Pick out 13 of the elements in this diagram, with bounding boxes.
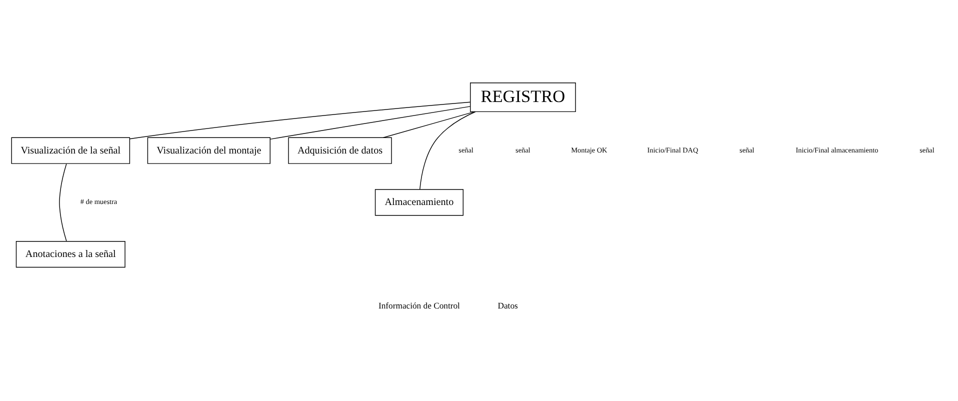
node-box: Almacenamiento: [374, 188, 464, 216]
connector: [382, 110, 475, 138]
connector: [270, 106, 471, 140]
node-box: Visualización del montaje: [147, 136, 270, 164]
node-box: Adquisición de datos: [288, 136, 392, 164]
node-box: Visualización de la señal: [11, 136, 130, 164]
node-box: Anotaciones a la señal: [16, 240, 126, 268]
node-box: REGISTRO: [470, 82, 576, 112]
legend-label: Información de Control: [378, 300, 460, 310]
connector: [129, 101, 471, 139]
connector: [59, 163, 67, 241]
connector: [419, 110, 476, 190]
legend-label: Datos: [498, 300, 518, 310]
